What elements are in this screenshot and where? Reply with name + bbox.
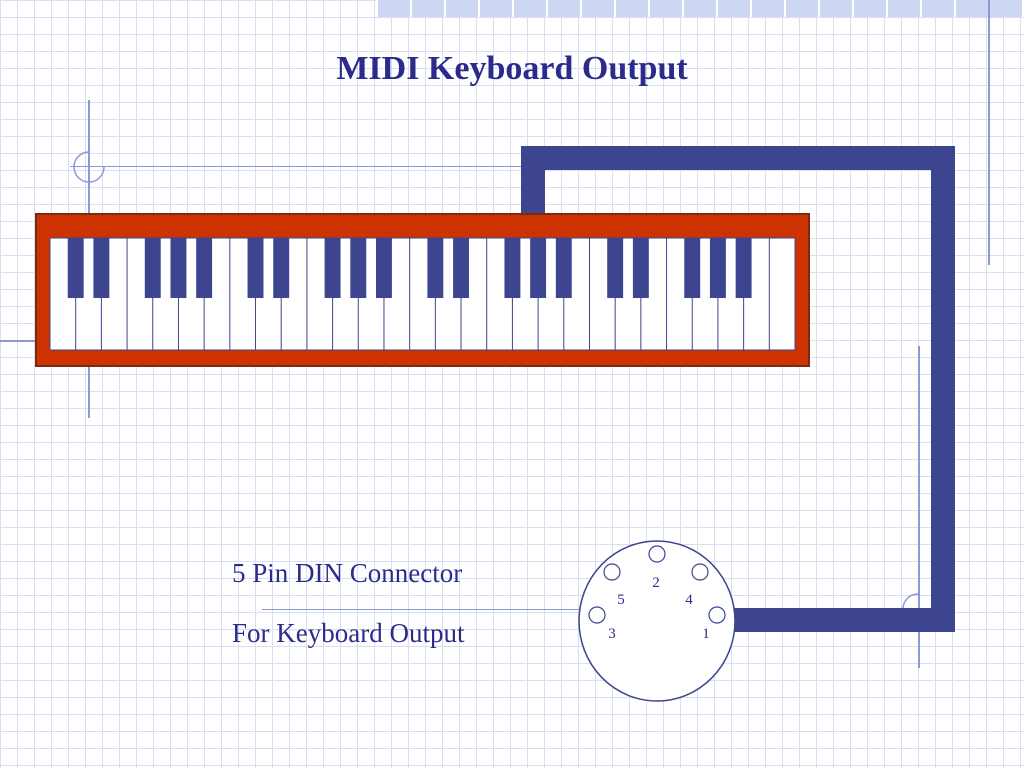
black-key (709, 238, 726, 298)
decor-line (262, 609, 582, 610)
decor-line (988, 0, 990, 265)
pin-hole (691, 563, 709, 581)
black-key (273, 238, 290, 298)
keybed (49, 237, 796, 351)
connector-label: 5 Pin DIN Connector (232, 558, 463, 588)
black-key (170, 238, 187, 298)
black-key (427, 238, 444, 298)
black-key (350, 238, 367, 298)
decor-circle (902, 593, 919, 610)
pin-hole (708, 606, 726, 624)
black-key (555, 238, 572, 298)
keyboard (35, 213, 810, 367)
header-band (376, 0, 1024, 17)
black-key (144, 238, 161, 298)
black-key (632, 238, 649, 298)
din-connector-body (578, 540, 736, 702)
page-title: MIDI Keyboard Output (336, 50, 688, 87)
black-key (530, 238, 547, 298)
decor-line (918, 346, 920, 668)
pin-hole (603, 563, 621, 581)
black-key (324, 238, 341, 298)
black-key (196, 238, 213, 298)
black-key (247, 238, 264, 298)
black-key (453, 238, 469, 298)
decor-line (0, 340, 36, 342)
pin-label: 1 (702, 626, 710, 642)
black-key (376, 238, 392, 298)
black-key (607, 238, 624, 298)
black-key (684, 238, 701, 298)
din-connector: 2 5 4 3 1 (578, 540, 736, 702)
pin-label: 4 (685, 592, 693, 608)
decor-circle (73, 151, 105, 183)
pin-hole (648, 545, 666, 563)
pin-label: 3 (608, 626, 616, 642)
black-key (735, 238, 752, 298)
decor-line (70, 166, 525, 167)
black-key (504, 238, 521, 298)
pin-label: 5 (617, 592, 625, 608)
midi-cable (521, 146, 955, 632)
black-keys (67, 238, 752, 298)
black-key (67, 238, 84, 298)
pin-label: 2 (652, 575, 660, 591)
pin-hole (588, 606, 606, 624)
connector-sublabel: For Keyboard Output (232, 618, 465, 648)
black-key (93, 238, 110, 298)
